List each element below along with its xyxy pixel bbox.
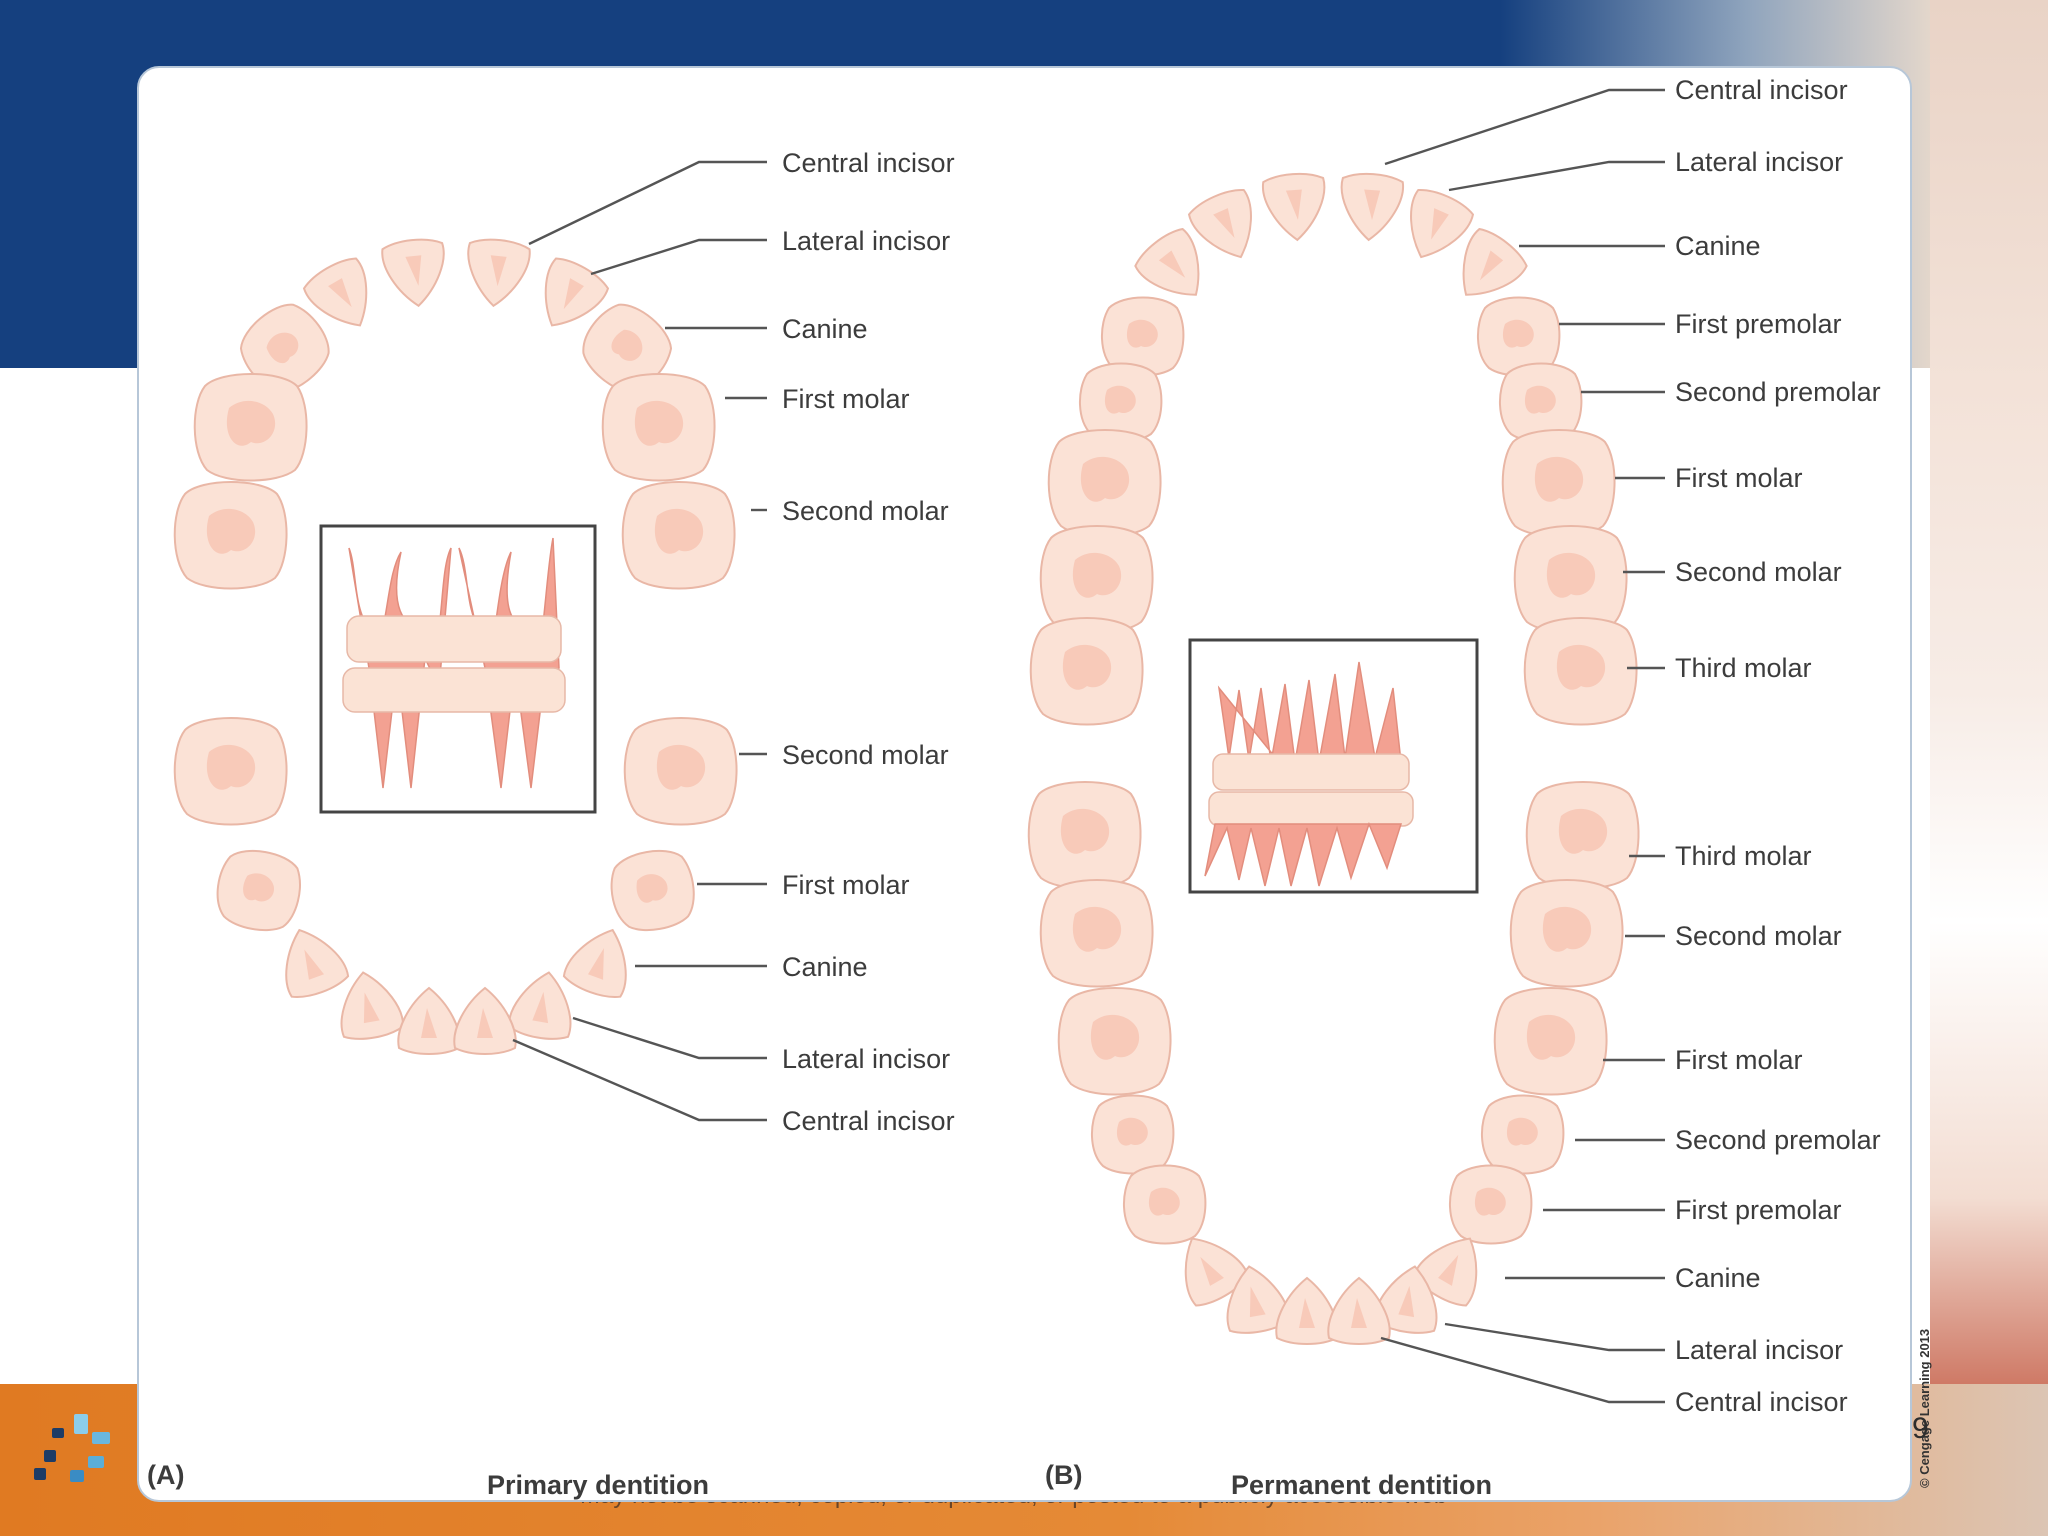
slide-number: 9 (1912, 1412, 1929, 1445)
panel-a-caption: Primary dentition (487, 1470, 709, 1500)
label-permanent-upper-lateral-incisor: Lateral incisor (1675, 147, 1843, 177)
label-permanent-upper-third-molar: Third molar (1675, 653, 1812, 683)
label-primary-upper-central-incisor: Central incisor (782, 148, 955, 178)
background-anatomy-art (1930, 0, 2048, 1536)
label-permanent-lower-first-molar: First molar (1675, 1045, 1803, 1075)
label-permanent-lower-first-premolar: First premolar (1675, 1195, 1842, 1225)
primary-side-view-inset (319, 524, 597, 814)
label-primary-upper-lateral-incisor: Lateral incisor (782, 226, 950, 256)
permanent-labels: Central incisor Lateral incisor Canine F… (1675, 75, 1881, 1417)
panel-a-letter: (A) (147, 1460, 184, 1490)
primary-labels: Central incisor Lateral incisor Canine F… (782, 148, 955, 1136)
label-permanent-lower-central-incisor: Central incisor (1675, 1387, 1848, 1417)
dentition-diagram-panel: Central incisor Lateral incisor Canine F… (137, 66, 1912, 1502)
label-primary-lower-first-molar: First molar (782, 870, 910, 900)
primary-leader-lines (512, 160, 767, 1122)
label-permanent-upper-first-molar: First molar (1675, 463, 1803, 493)
label-primary-upper-canine: Canine (782, 314, 868, 344)
label-permanent-lower-second-molar: Second molar (1675, 921, 1842, 951)
label-primary-lower-second-molar: Second molar (782, 740, 949, 770)
label-permanent-upper-first-premolar: First premolar (1675, 309, 1842, 339)
label-primary-upper-second-molar: Second molar (782, 496, 949, 526)
copyright-notice: © Cengage Learning 2013 (1917, 1329, 1932, 1488)
panel-b-caption: Permanent dentition (1231, 1470, 1492, 1500)
label-permanent-upper-second-premolar: Second premolar (1675, 377, 1881, 407)
label-primary-lower-lateral-incisor: Lateral incisor (782, 1044, 950, 1074)
publisher-logo-icon (34, 1414, 110, 1482)
permanent-leader-lines (1380, 88, 1665, 1404)
panel-b-letter: (B) (1045, 1460, 1082, 1490)
label-primary-lower-canine: Canine (782, 952, 868, 982)
permanent-side-view-inset (1188, 638, 1479, 894)
label-primary-lower-central-incisor: Central incisor (782, 1106, 955, 1136)
label-permanent-upper-second-molar: Second molar (1675, 557, 1842, 587)
label-permanent-upper-central-incisor: Central incisor (1675, 75, 1848, 105)
label-permanent-lower-third-molar: Third molar (1675, 841, 1812, 871)
label-permanent-lower-lateral-incisor: Lateral incisor (1675, 1335, 1843, 1365)
copyright-text: © Cengage Learning 2013 (1917, 1329, 1932, 1488)
label-primary-upper-first-molar: First molar (782, 384, 910, 414)
label-permanent-lower-canine: Canine (1675, 1263, 1761, 1293)
dentition-diagram: Central incisor Lateral incisor Canine F… (147, 75, 1881, 1500)
label-permanent-lower-second-premolar: Second premolar (1675, 1125, 1881, 1155)
label-permanent-upper-canine: Canine (1675, 231, 1761, 261)
